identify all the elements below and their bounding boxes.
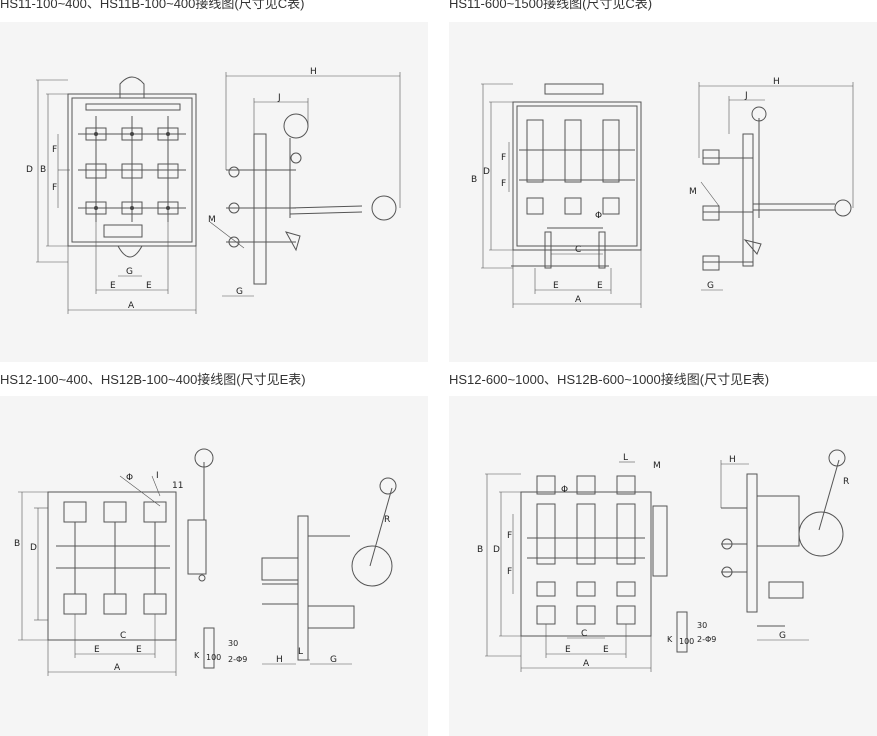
dim-label-a: A: [575, 295, 582, 305]
dim-label-hole: 2-Φ9: [697, 635, 716, 644]
dim-label-11: 11: [172, 481, 183, 491]
dim-label-f-2: F: [501, 179, 506, 189]
dim-label-e: E: [110, 281, 116, 291]
dim-label-g: G: [330, 655, 337, 665]
dim-label-f: F: [52, 145, 57, 155]
dim-label-m: M: [208, 215, 216, 225]
dim-label-phi: Φ: [561, 485, 568, 495]
dim-label-h: H: [310, 67, 317, 77]
wiring-diagram-hs11-large: B D F F Φ C E E A H J M G: [471, 77, 854, 308]
diagram-panel-hs12-100-400: B D Φ I 11 C E E A 30 2-Φ9 K 100 H L G R: [0, 396, 428, 736]
dim-label-f: F: [501, 153, 506, 163]
wiring-diagram-hs12-small: B D Φ I 11 C E E A 30 2-Φ9 K 100 H L G R: [14, 448, 397, 676]
dim-label-f-2: F: [507, 567, 512, 577]
dim-label-a: A: [583, 659, 590, 669]
dim-label-a: A: [128, 301, 135, 311]
dim-label-r: R: [384, 515, 390, 525]
dim-label-f-2: F: [52, 183, 57, 193]
dim-label-g: G: [779, 631, 786, 641]
dim-label-f: F: [507, 531, 512, 541]
dim-label-phi: Φ: [595, 211, 602, 221]
dim-label-b: B: [477, 545, 483, 555]
dim-label-g-side: G: [236, 287, 243, 297]
dim-label-c: C: [575, 245, 581, 255]
dim-label-e: E: [94, 645, 100, 655]
dim-label-g-side: G: [707, 281, 714, 291]
dim-label-d: D: [30, 543, 37, 553]
dim-label-k: K: [194, 651, 200, 660]
dim-label-e-2: E: [146, 281, 152, 291]
dim-label-e: E: [565, 645, 571, 655]
dim-label-e-2: E: [603, 645, 609, 655]
dim-label-h: H: [773, 77, 780, 87]
dim-label-j: J: [277, 93, 281, 103]
dim-label-r: R: [843, 477, 849, 487]
dim-label-b: B: [471, 175, 477, 185]
caption-hs11-100-400: HS11-100~400、HS11B-100~400接线图(尺寸见C表): [0, 0, 305, 11]
dim-label-30: 30: [228, 639, 238, 648]
dim-label-hole: 2-Φ9: [228, 655, 247, 664]
caption-hs12-600-1000: HS12-600~1000、HS12B-600~1000接线图(尺寸见E表): [449, 372, 770, 387]
dim-label-h: H: [729, 455, 736, 465]
dim-label-e-2: E: [597, 281, 603, 291]
dim-label-g: G: [126, 267, 133, 277]
dim-label-l: L: [623, 453, 628, 463]
dim-label-m: M: [653, 461, 661, 471]
dim-label-m: M: [689, 187, 697, 197]
dim-label-b: B: [14, 539, 20, 549]
dim-label-l: L: [298, 647, 303, 657]
dim-label-i: I: [156, 471, 159, 481]
dim-label-c: C: [120, 631, 126, 641]
caption-hs12-100-400: HS12-100~400、HS12B-100~400接线图(尺寸见E表): [0, 372, 306, 387]
dim-label-e-2: E: [136, 645, 142, 655]
diagram-panel-hs11-100-400: D B F F G E E A H J M G: [0, 22, 428, 362]
dim-label-a: A: [114, 663, 121, 673]
dim-label-d: D: [493, 545, 500, 555]
wiring-diagram-hs11-small: D B F F G E E A H J M G: [26, 67, 401, 314]
wiring-diagram-hs12-large: B D F F Φ L M C E E A 30 2-Φ9 K 100 H G …: [477, 449, 849, 672]
dim-label-phi: Φ: [126, 473, 133, 483]
dim-label-100: 100: [206, 653, 221, 662]
dim-label-c: C: [581, 629, 587, 639]
dim-label-h: H: [276, 655, 283, 665]
dim-label-d: D: [26, 165, 33, 175]
dim-label-b: B: [40, 165, 46, 175]
dim-label-j: J: [744, 91, 748, 101]
dim-label-100: 100: [679, 637, 694, 646]
dim-label-e: E: [553, 281, 559, 291]
caption-hs11-600-1500: HS11-600~1500接线图(尺寸见C表): [449, 0, 653, 11]
dim-label-30: 30: [697, 621, 707, 630]
dim-label-d: D: [483, 167, 490, 177]
diagram-panel-hs11-600-1500: B D F F Φ C E E A H J M G: [449, 22, 877, 362]
dim-label-k: K: [667, 635, 673, 644]
diagram-panel-hs12-600-1000: B D F F Φ L M C E E A 30 2-Φ9 K 100 H G …: [449, 396, 877, 736]
